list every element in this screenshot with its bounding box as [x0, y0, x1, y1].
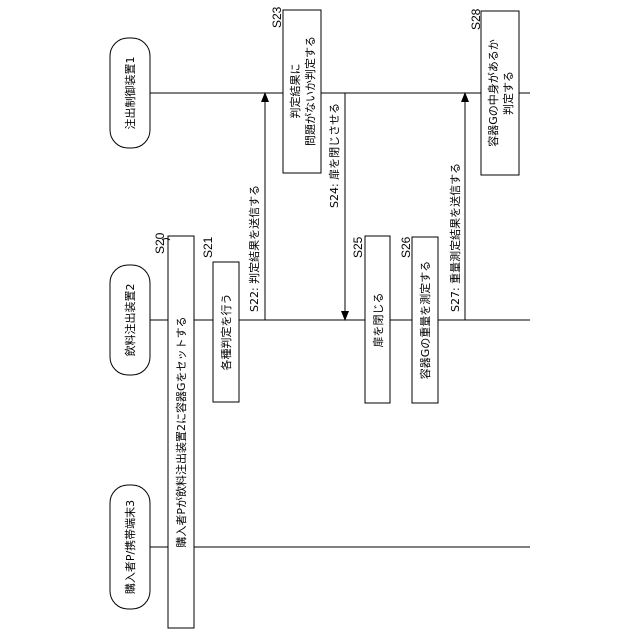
- process-box-s23: 判定結果に 問題がないか判定する: [283, 10, 321, 173]
- step-label-s28: S28: [469, 8, 483, 30]
- lifeline-header-dispenser: 飲料注出装置2: [110, 265, 150, 375]
- lifeline-header-terminal: 購入者P/携帯端末3: [110, 485, 150, 609]
- lifeline-header-controller: 注出制御装置1: [110, 38, 150, 148]
- lifeline-label-terminal: 購入者P/携帯端末3: [123, 500, 137, 594]
- lifeline-label-dispenser: 飲料注出装置2: [123, 284, 137, 357]
- message-label-s27: S27: 重量測定結果を送信する: [448, 163, 462, 312]
- process-box-s25: 扉を閉じる: [365, 236, 390, 403]
- step-label-s21: S21: [201, 236, 215, 258]
- process-box-text: 判定する: [501, 71, 515, 115]
- step-label-s25: S25: [351, 236, 365, 258]
- process-box-text: 問題がないか判定する: [303, 36, 317, 146]
- process-box-s28: 容器Gの中身があるか 判定する: [481, 11, 519, 175]
- process-box-s20: 購入者Pが飲料注出装置2に容器Gをセットする: [168, 236, 194, 628]
- process-box-s26: 容器Gの重量を測定する: [412, 237, 438, 403]
- process-box-text: 各種判定を行う: [219, 294, 233, 371]
- process-box-s21: 各種判定を行う: [213, 262, 239, 402]
- process-box-text: 扉を閉じる: [372, 293, 385, 348]
- process-box-text: 判定結果に: [288, 64, 302, 119]
- process-box-text: 容器Gの中身があるか: [486, 39, 500, 147]
- step-label-s23: S23: [270, 6, 284, 28]
- process-box-text: 容器Gの重量を測定する: [418, 261, 432, 380]
- process-box-text: 購入者Pが飲料注出装置2に容器Gをセットする: [174, 316, 188, 547]
- step-label-s26: S26: [399, 236, 413, 258]
- lifeline-label-controller: 注出制御装置1: [123, 57, 137, 130]
- message-label-s22: S22: 判定結果を送信する: [247, 185, 261, 312]
- message-label-s24: S24: 扉を閉じさせる: [328, 103, 341, 208]
- step-label-s20: S20: [153, 232, 167, 254]
